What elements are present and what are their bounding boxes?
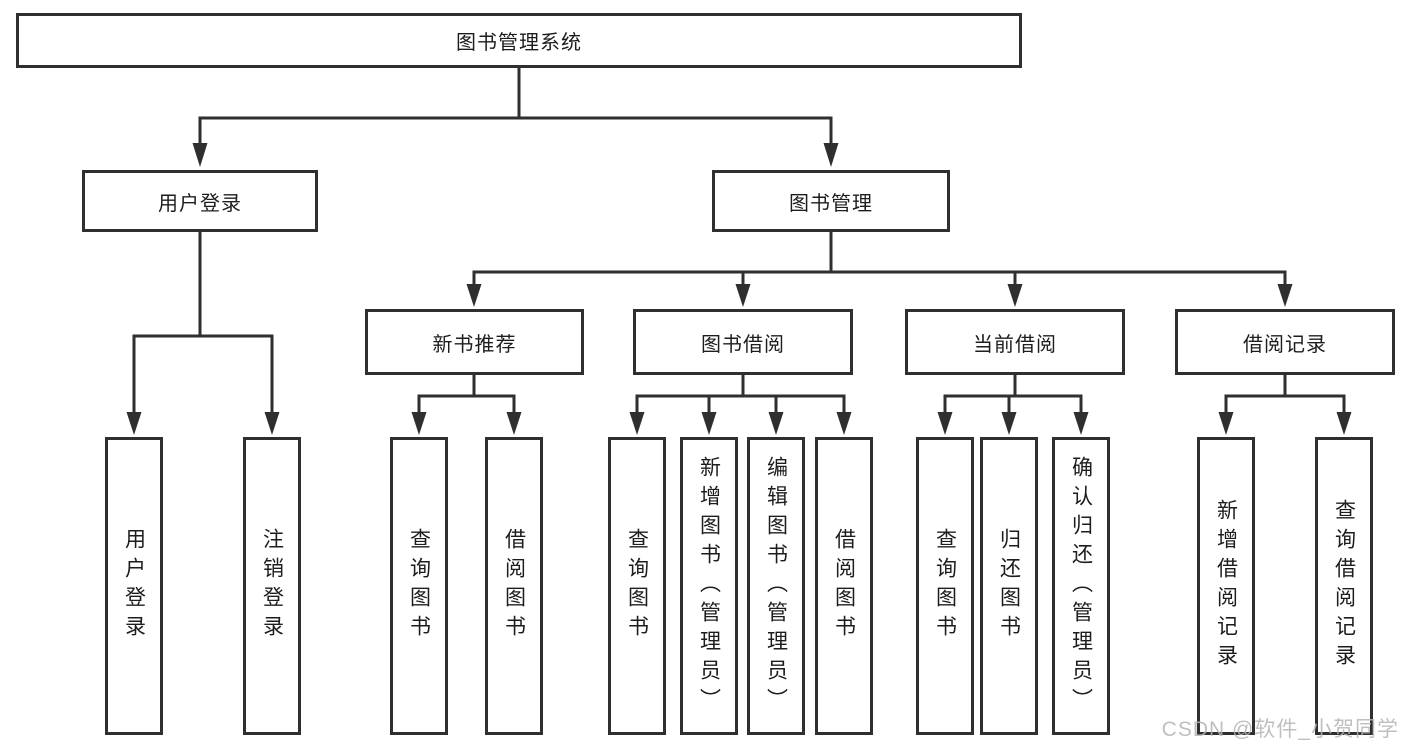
leaf-logout: 注销登录 (243, 437, 301, 735)
node-book-management-label: 图书管理 (789, 192, 873, 215)
node-borrow-records-label: 借阅记录 (1243, 333, 1327, 356)
leaf-borrow-books-borrow: 借阅图书 (815, 437, 873, 735)
node-new-book-recommend: 新书推荐 (365, 309, 584, 375)
csdn-watermark: CSDN @软件_小贺同学 (1161, 718, 1399, 741)
leaf-query-borrow-record: 查询借阅记录 (1315, 437, 1373, 735)
node-user-login: 用户登录 (82, 170, 318, 232)
leaf-edit-book-admin: 编辑图书（管理员） (747, 437, 805, 735)
leaf-query-books-recommend: 查询图书 (390, 437, 448, 735)
node-book-borrow: 图书借阅 (633, 309, 853, 375)
node-borrow-records: 借阅记录 (1175, 309, 1395, 375)
node-book-borrow-label: 图书借阅 (701, 333, 785, 356)
leaf-borrow-books-recommend: 借阅图书 (485, 437, 543, 735)
leaf-query-books-borrow: 查询图书 (608, 437, 666, 735)
node-new-book-recommend-label: 新书推荐 (432, 333, 517, 356)
leaf-add-borrow-record: 新增借阅记录 (1197, 437, 1255, 735)
node-current-borrow: 当前借阅 (905, 309, 1125, 375)
leaf-confirm-return-admin: 确认归还（管理员） (1052, 437, 1110, 735)
node-current-borrow-label: 当前借阅 (973, 333, 1057, 356)
leaf-return-book: 归还图书 (980, 437, 1038, 735)
node-library-system: 图书管理系统 (16, 13, 1022, 68)
node-user-login-label: 用户登录 (158, 192, 242, 215)
leaf-query-books-current: 查询图书 (916, 437, 974, 735)
leaf-add-book-admin: 新增图书（管理员） (680, 437, 738, 735)
node-book-management: 图书管理 (712, 170, 950, 232)
node-library-system-label: 图书管理系统 (456, 32, 582, 54)
leaf-user-login: 用户登录 (105, 437, 163, 735)
arrowheads (126, 143, 1352, 435)
